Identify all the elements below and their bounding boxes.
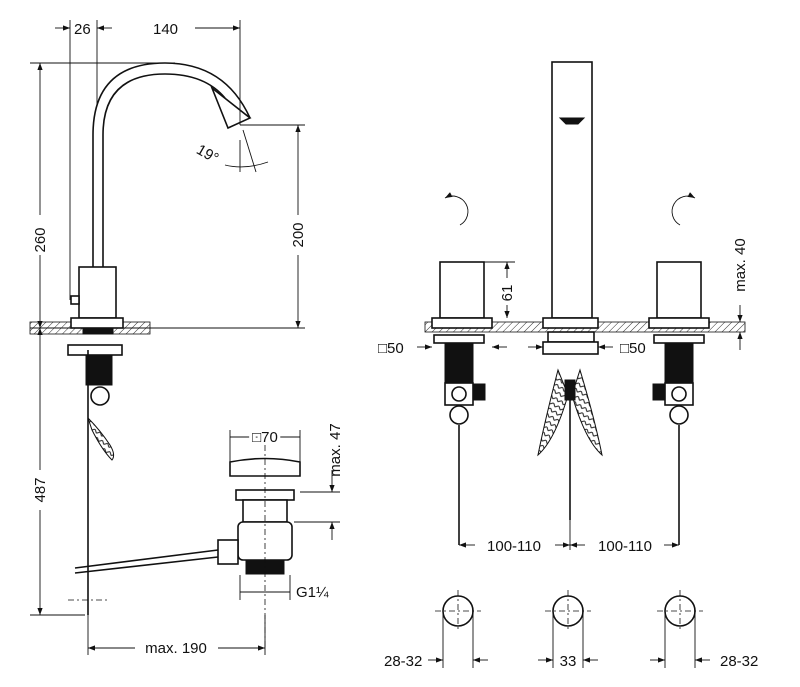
hot-handle <box>439 261 485 319</box>
spout-nut <box>547 331 595 343</box>
spout-inner <box>102 73 226 267</box>
dim-left-flange: □50 <box>378 340 404 357</box>
lever-joint <box>217 539 239 565</box>
pop-up-lever-lower <box>74 556 219 574</box>
supply-hose <box>87 417 115 461</box>
spout-connector <box>564 379 576 401</box>
valve-body <box>664 342 694 384</box>
spout-outlet <box>210 85 252 130</box>
rotate-ccw-icon <box>444 192 469 226</box>
rotate-cw-icon <box>671 192 696 226</box>
hole-right <box>650 590 710 668</box>
valve-outlet <box>671 386 687 402</box>
handle-flange <box>648 317 710 329</box>
valve-nut <box>449 405 469 425</box>
dim-spacing-right: 100-110 <box>598 538 652 555</box>
spout-plate <box>542 341 599 355</box>
left-faucet-view: 26 140 19° 260 487 200 □70 max. 47 G1¼ <box>29 20 344 657</box>
dim-handle-height: 61 <box>499 285 516 302</box>
right-faucet-view: 61 max. 40 □50 □50 100-110 100-110 28- <box>378 61 758 670</box>
lever-stub <box>70 295 80 305</box>
handle-nut <box>653 334 705 344</box>
dim-offset: 26 <box>74 21 91 38</box>
hose-left <box>537 368 569 457</box>
base-flange <box>70 317 124 329</box>
waste-cap <box>229 457 301 477</box>
threaded-shank <box>85 354 113 386</box>
angle-ref <box>242 129 257 173</box>
center-spout <box>551 61 593 319</box>
dim-spacing-left: 100-110 <box>487 538 541 555</box>
handle-flange <box>431 317 493 329</box>
dim-total-height: 260 <box>32 227 49 252</box>
dim-below-deck: 487 <box>32 477 49 502</box>
waste-body <box>237 521 293 561</box>
hole-left <box>428 590 488 668</box>
spout-flange <box>542 317 599 329</box>
valve-outlet <box>451 386 467 402</box>
shank <box>82 327 114 335</box>
dim-hole-right: 28-32 <box>720 653 758 670</box>
dim-angle: 19° <box>193 141 221 167</box>
fixing-nut <box>67 344 123 356</box>
valve-knob <box>652 383 666 401</box>
valve-knob <box>472 383 486 401</box>
pop-up-lever <box>74 549 219 569</box>
dim-lever-length: max. 190 <box>145 640 207 657</box>
dim-center-flange: □50 <box>620 340 646 357</box>
dim-spout-height: 200 <box>290 222 307 247</box>
cold-handle <box>656 261 702 319</box>
dim-deck-thickness: max. 40 <box>732 238 749 291</box>
dim-reach: 140 <box>153 21 178 38</box>
angle-arc <box>224 161 269 168</box>
dim-waste-height: max. 47 <box>327 423 344 476</box>
dim-hole-center: 33 <box>560 653 577 670</box>
dim-hole-left: 28-32 <box>384 653 422 670</box>
handle-nut <box>433 334 485 344</box>
mixer-body <box>78 266 117 319</box>
dim-waste-thread: G1¼ <box>296 584 329 601</box>
valve-body <box>444 342 474 384</box>
hose-right <box>571 368 603 457</box>
valve <box>90 386 110 406</box>
aerator <box>558 117 586 125</box>
hole-center <box>538 590 598 668</box>
valve-nut <box>669 405 689 425</box>
dim-waste-cap: □70 <box>252 429 278 446</box>
